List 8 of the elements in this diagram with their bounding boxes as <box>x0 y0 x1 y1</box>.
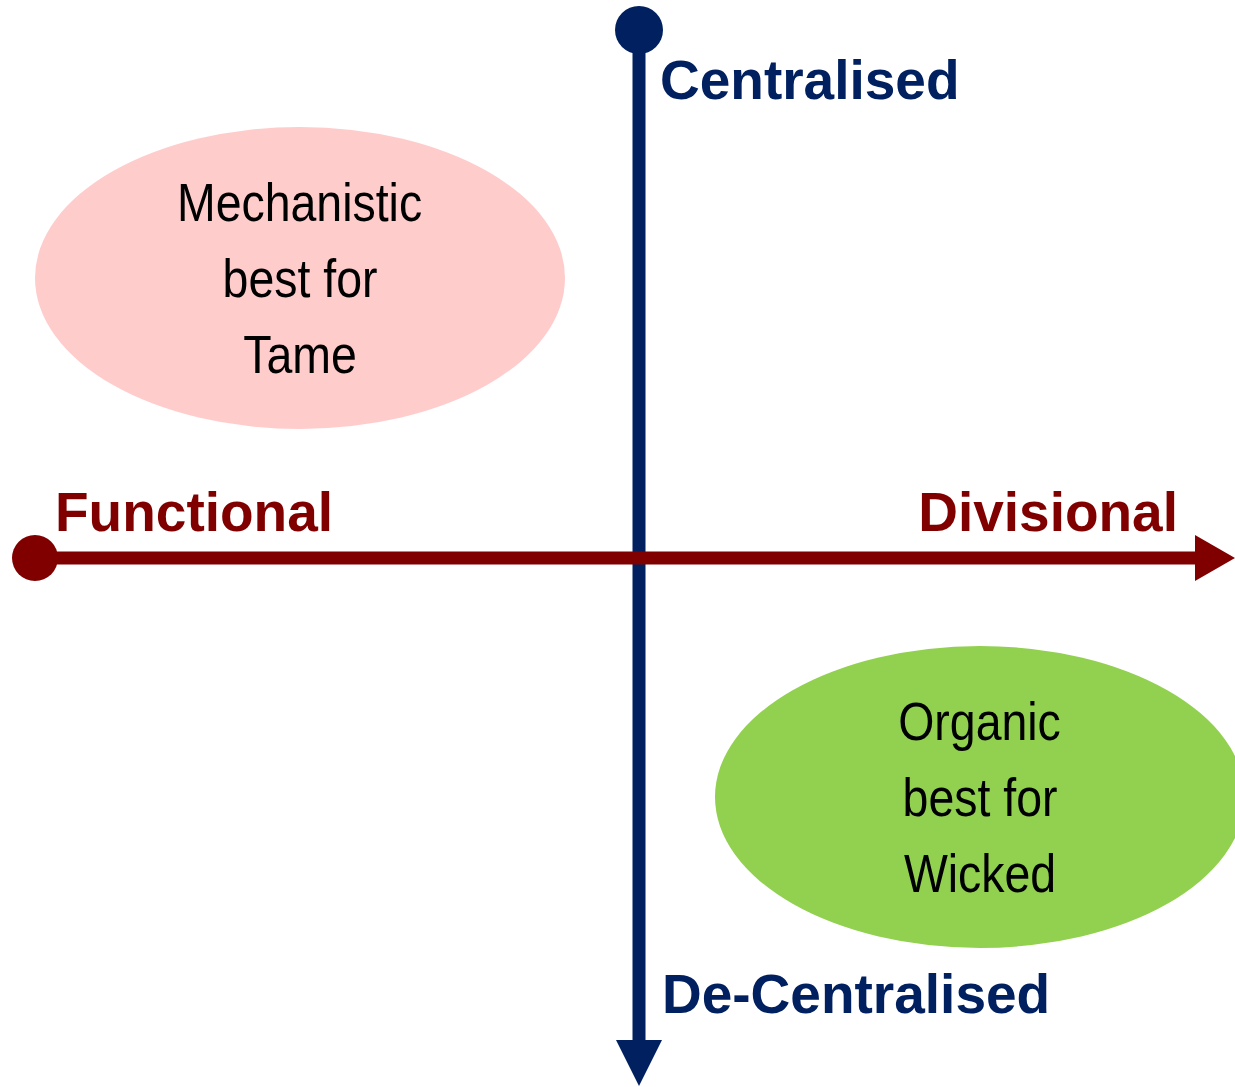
heading-text: Organic <box>898 690 1062 753</box>
axis-label: Centralised <box>660 48 960 112</box>
body-text: best for Tame <box>221 247 379 386</box>
axis-label: Divisional <box>918 480 1178 544</box>
body-text: best for Wicked <box>901 766 1059 905</box>
axis-label: Functional <box>55 480 334 544</box>
axis-label: De-Centralised <box>662 962 1051 1026</box>
heading-text: Mechanistic <box>177 171 423 234</box>
